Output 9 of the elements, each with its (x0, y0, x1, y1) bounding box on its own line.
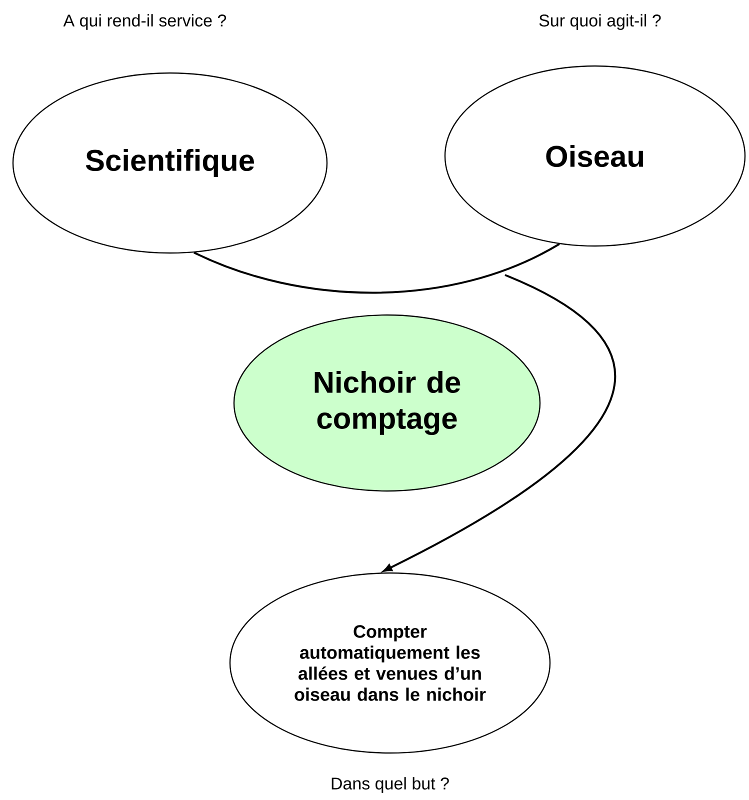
connector (194, 243, 560, 294)
question-text: A qui rend-il service ? (63, 14, 226, 30)
ellipse-node: Oiseau (444, 65, 746, 247)
ellipse-node: Nichoir de comptage (233, 314, 541, 492)
question-text: Dans quel but ? (332, 777, 449, 793)
connector (383, 274, 616, 572)
question-text: Sur quoi agit-il ? (539, 14, 661, 30)
ellipse-node: Scientifique (12, 72, 328, 254)
ellipse-node: Compter automatiquement les allées et venues d’un oiseau dans le nichoir (229, 572, 551, 754)
